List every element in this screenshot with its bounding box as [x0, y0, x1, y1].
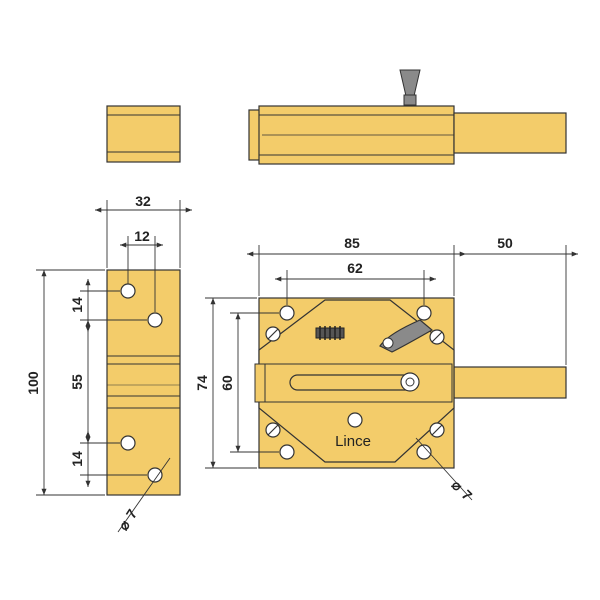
body-screw-hole	[279, 305, 295, 321]
dim-diameter-left-value: 7	[123, 506, 141, 521]
lever-icon	[379, 319, 434, 353]
body-dimensions	[205, 245, 578, 501]
diameter-symbol-icon: ⌀	[115, 517, 133, 533]
screw-icon	[265, 326, 281, 342]
dim-width-32: 32	[135, 193, 151, 209]
spring-icon	[315, 326, 345, 340]
keeper-screw-hole	[120, 435, 136, 451]
dim-spacing-62: 62	[347, 260, 363, 276]
dim-height-60: 60	[219, 375, 235, 391]
front-view-keeper	[106, 269, 181, 496]
bolt-handle-icon	[400, 372, 420, 392]
dim-top-14: 14	[69, 297, 85, 313]
dim-middle-55: 55	[69, 374, 85, 390]
dim-extension-50: 50	[497, 235, 513, 251]
dim-diameter-left: ⌀ 7	[115, 506, 140, 533]
top-view-lock-body	[248, 69, 567, 165]
keeper-dimensions	[36, 200, 192, 533]
dim-height-100: 100	[25, 371, 41, 395]
body-screw-hole	[416, 444, 432, 460]
screw-icon	[429, 329, 445, 345]
body-screw-hole	[347, 412, 363, 428]
dim-bottom-14: 14	[69, 451, 85, 467]
top-view-keeper	[106, 105, 181, 163]
keeper-screw-hole	[147, 312, 163, 328]
body-screw-hole	[416, 305, 432, 321]
screw-icon	[429, 422, 445, 438]
brand-label: Lince	[335, 433, 371, 450]
screw-icon	[265, 422, 281, 438]
dim-spacing-12: 12	[134, 228, 150, 244]
dim-length-85: 85	[344, 235, 360, 251]
knob-icon	[399, 69, 421, 106]
front-view-lock-body: Lince	[254, 297, 567, 469]
keeper-screw-hole	[147, 467, 163, 483]
dim-height-74: 74	[194, 375, 210, 391]
keeper-screw-hole	[120, 283, 136, 299]
dim-diameter-right-value: 7	[459, 487, 476, 504]
body-screw-hole	[279, 444, 295, 460]
